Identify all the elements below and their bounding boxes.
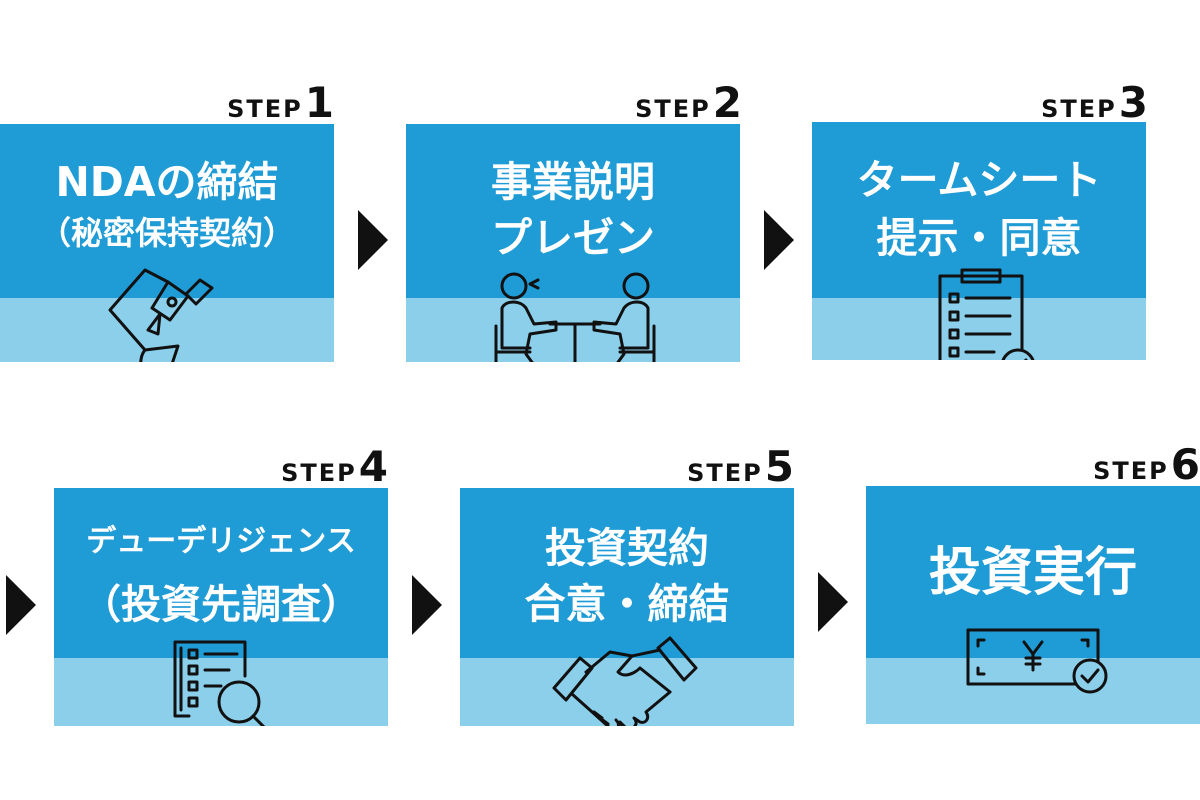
step-6-label: STEP6 <box>1093 444 1200 486</box>
step-2-label: STEP2 <box>635 82 742 124</box>
step-1-card: NDAの締結 （秘密保持契約） <box>0 124 334 362</box>
step-3-title: タームシート <box>856 156 1102 204</box>
step-word: STEP <box>687 459 763 487</box>
step-word: STEP <box>1093 457 1169 485</box>
step-5-title: 投資契約 <box>545 524 709 572</box>
step-5-card: 投資契約 合意・締結 <box>460 488 794 726</box>
step-1-title: NDAの締結 <box>55 158 279 206</box>
meeting-icon <box>494 272 656 362</box>
step-word: STEP <box>227 95 303 123</box>
step-3-card: タームシート 提示・同意 <box>812 122 1146 360</box>
arrow-3-to-4 <box>6 575 36 635</box>
step-5-subtitle: 合意・締結 <box>524 580 730 628</box>
step-6-title: 投資実行 <box>928 543 1137 603</box>
step-number: 4 <box>358 442 388 491</box>
step-word: STEP <box>281 459 357 487</box>
step-4-label: STEP4 <box>281 446 388 488</box>
step-2-title: 事業説明 <box>491 158 655 206</box>
step-number: 5 <box>764 442 794 491</box>
step-5-label: STEP5 <box>687 446 794 488</box>
step-number: 2 <box>712 78 742 127</box>
step-4-card: デューデリジェンス （投資先調査） <box>54 488 388 726</box>
step-number: 1 <box>304 78 334 127</box>
step-word: STEP <box>635 95 711 123</box>
arrow-2-to-3 <box>764 210 794 270</box>
step-2-card: 事業説明 プレゼン <box>406 124 740 362</box>
arrow-5-to-6 <box>818 572 848 632</box>
step-1-label: STEP1 <box>227 82 334 124</box>
document-search-icon <box>173 640 266 726</box>
yen-bill-check-icon <box>966 628 1108 694</box>
step-number: 6 <box>1170 440 1200 489</box>
step-3-subtitle: 提示・同意 <box>876 214 1082 262</box>
arrow-1-to-2 <box>358 210 388 270</box>
step-4-subtitle: （投資先調査） <box>81 582 361 628</box>
step-6-card: 投資実行 <box>866 486 1200 724</box>
handshake-icon <box>552 636 698 726</box>
step-2-subtitle: プレゼン <box>491 214 655 262</box>
step-4-title: デューデリジェンス <box>86 524 356 559</box>
step-word: STEP <box>1041 95 1117 123</box>
contract-pen-icon <box>108 268 214 362</box>
step-number: 3 <box>1118 78 1148 127</box>
arrow-4-to-5 <box>412 575 442 635</box>
checklist-clipboard-icon <box>938 268 1035 360</box>
step-3-label: STEP3 <box>1041 82 1148 124</box>
step-1-subtitle: （秘密保持契約） <box>38 214 295 252</box>
